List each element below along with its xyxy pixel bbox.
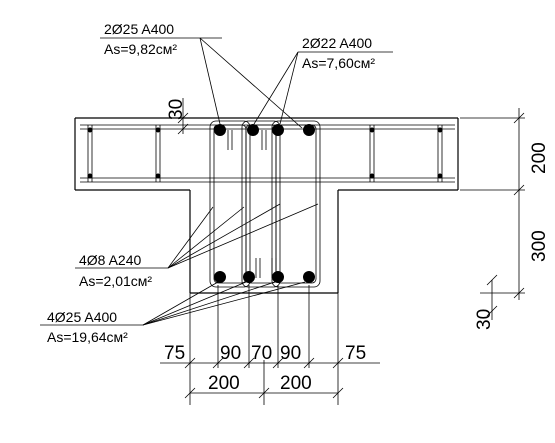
top-rebar-left-area: As=9,82см² (104, 41, 177, 57)
slab-reinforcement (80, 124, 455, 183)
stirrups-label: 4Ø8 A240 (79, 252, 141, 268)
cover-bottom-dimension: 30 (474, 309, 495, 330)
d90-right-dimension: 90 (280, 343, 301, 364)
bottom-rebar-area: As=19,64см² (47, 329, 128, 345)
slab-thickness-dimension: 200 (529, 142, 550, 174)
d70-dimension: 70 (251, 343, 272, 364)
main-bars (214, 124, 315, 283)
cover-top-dimension: 30 (166, 99, 187, 120)
right-dimension-chain (460, 108, 525, 320)
bottom-rebar-label: 4Ø25 A400 (47, 309, 117, 325)
stirrups-area: As=2,01см² (79, 273, 152, 289)
top-rebar-right-label: 2Ø22 A400 (302, 35, 372, 51)
top-cover-dimension (177, 98, 189, 135)
right-75-dimension: 75 (345, 343, 366, 364)
web-height-dimension: 300 (529, 230, 550, 262)
d90-left-dimension: 90 (220, 343, 241, 364)
half-left-dimension: 200 (208, 373, 240, 394)
bottom-dimension-chains (160, 285, 380, 405)
top-rebar-right-area: As=7,60см² (302, 55, 375, 71)
top-rebar-left-label: 2Ø25 A400 (104, 21, 174, 37)
t-section-outline (74, 117, 459, 294)
beam-stirrups (209, 120, 321, 288)
left-75-dimension: 75 (164, 343, 185, 364)
half-right-dimension: 200 (280, 373, 312, 394)
